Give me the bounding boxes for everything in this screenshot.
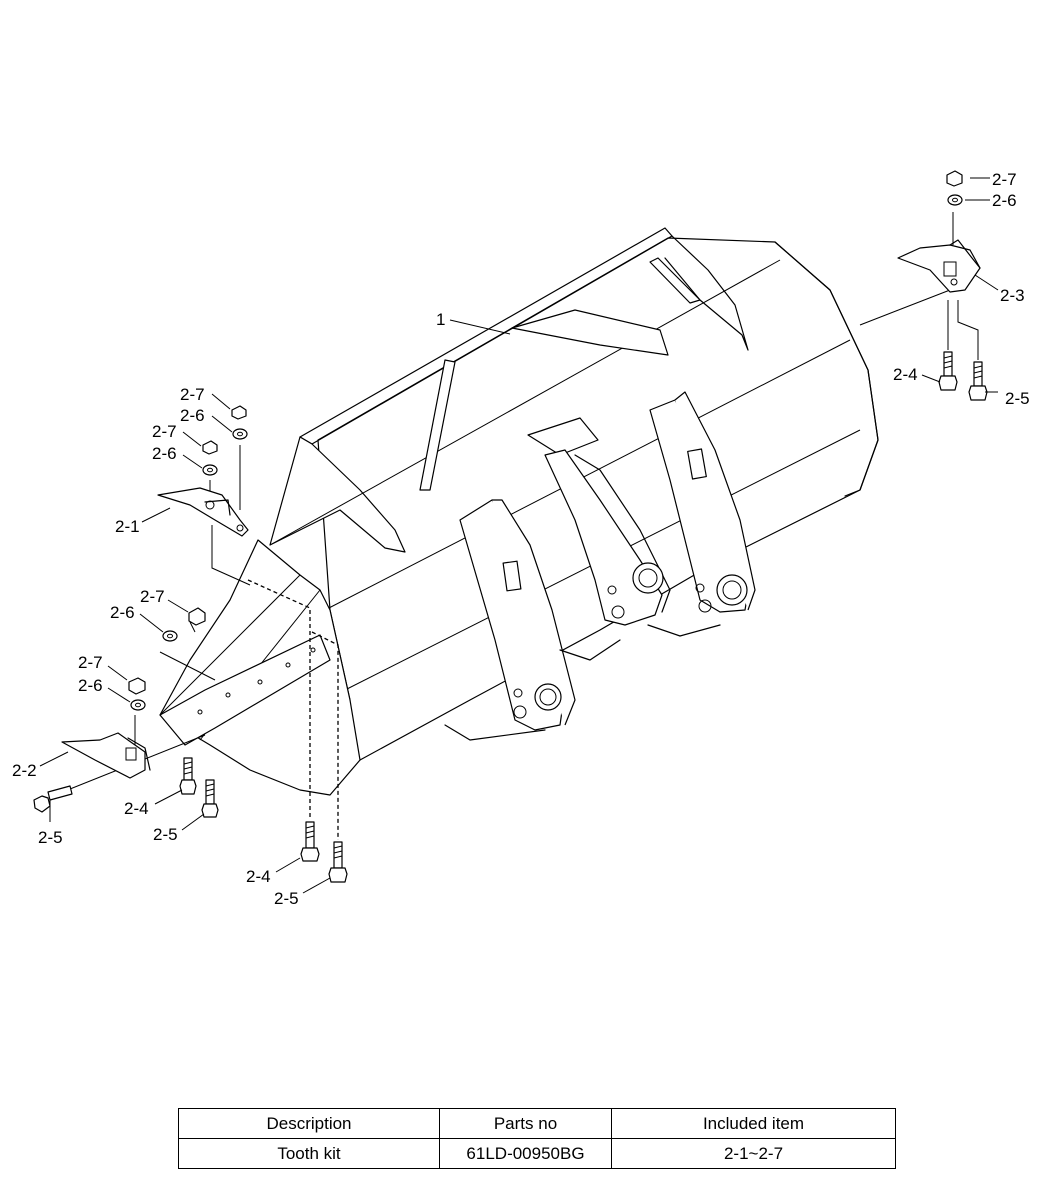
cell-parts-no: 61LD-00950BG: [439, 1138, 612, 1169]
table-header-row: Description Parts no Included item: [178, 1108, 896, 1139]
bolt-2-4-right: [938, 351, 958, 391]
callout-2-5: 2-5: [38, 828, 63, 847]
cell-included-item: 2-1~2-7: [611, 1138, 896, 1169]
callout-2-5: 2-5: [1005, 389, 1030, 408]
hidden-bolt-path-2: [311, 631, 339, 840]
callout-2-7: 2-7: [140, 587, 165, 606]
callout-2-6: 2-6: [152, 444, 177, 463]
tooth-2-3: [897, 239, 981, 293]
callout-leaders: [39, 177, 999, 894]
cell-description: Tooth kit: [178, 1138, 440, 1169]
bolt-2-4-center: [300, 821, 320, 862]
bolt-2-4-left: [179, 757, 197, 795]
header-included-item: Included item: [611, 1108, 896, 1139]
table-row: Tooth kit 61LD-00950BG 2-1~2-7: [178, 1138, 896, 1169]
bucket-exploded-diagram: 1 2-7 2-6 2-3 2-4 2-5 2-7 2-6 2-7 2-6 2-…: [12, 170, 1030, 908]
callout-2-5: 2-5: [153, 825, 178, 844]
mounting-bracket-right: [647, 391, 756, 637]
nuts: [128, 170, 963, 695]
header-parts-no: Parts no: [439, 1108, 612, 1139]
bolt-2-5-left: [201, 779, 219, 818]
header-description: Description: [178, 1108, 440, 1139]
tooth-2-2: [61, 732, 151, 779]
callout-2-2: 2-2: [12, 761, 37, 780]
callout-2-7: 2-7: [180, 385, 205, 404]
callout-2-6: 2-6: [992, 191, 1017, 210]
hidden-bolt-path-1: [247, 579, 311, 820]
bolt-2-5-right: [968, 361, 988, 401]
callout-2-3: 2-3: [1000, 286, 1025, 305]
tooth-2-1: [157, 487, 249, 537]
callout-2-4: 2-4: [246, 867, 271, 886]
callout-1: 1: [436, 310, 445, 329]
callout-2-6: 2-6: [180, 406, 205, 425]
callout-2-7: 2-7: [992, 170, 1017, 189]
mounting-bracket-center: [527, 417, 671, 661]
callout-2-4: 2-4: [893, 365, 918, 384]
washers: [130, 194, 963, 711]
assembly-lines: [54, 212, 979, 796]
callout-2-4: 2-4: [124, 799, 149, 818]
callout-2-7: 2-7: [78, 653, 103, 672]
bolt-2-5-far-left: [33, 785, 73, 813]
callout-2-7: 2-7: [152, 422, 177, 441]
mounting-bracket-left: [444, 499, 576, 741]
callout-2-1: 2-1: [115, 517, 140, 536]
callout-2-6: 2-6: [110, 603, 135, 622]
bolt-2-5-center: [328, 841, 348, 883]
callout-2-5: 2-5: [274, 889, 299, 908]
parts-table: Description Parts no Included item Tooth…: [178, 1108, 896, 1169]
callout-2-6: 2-6: [78, 676, 103, 695]
